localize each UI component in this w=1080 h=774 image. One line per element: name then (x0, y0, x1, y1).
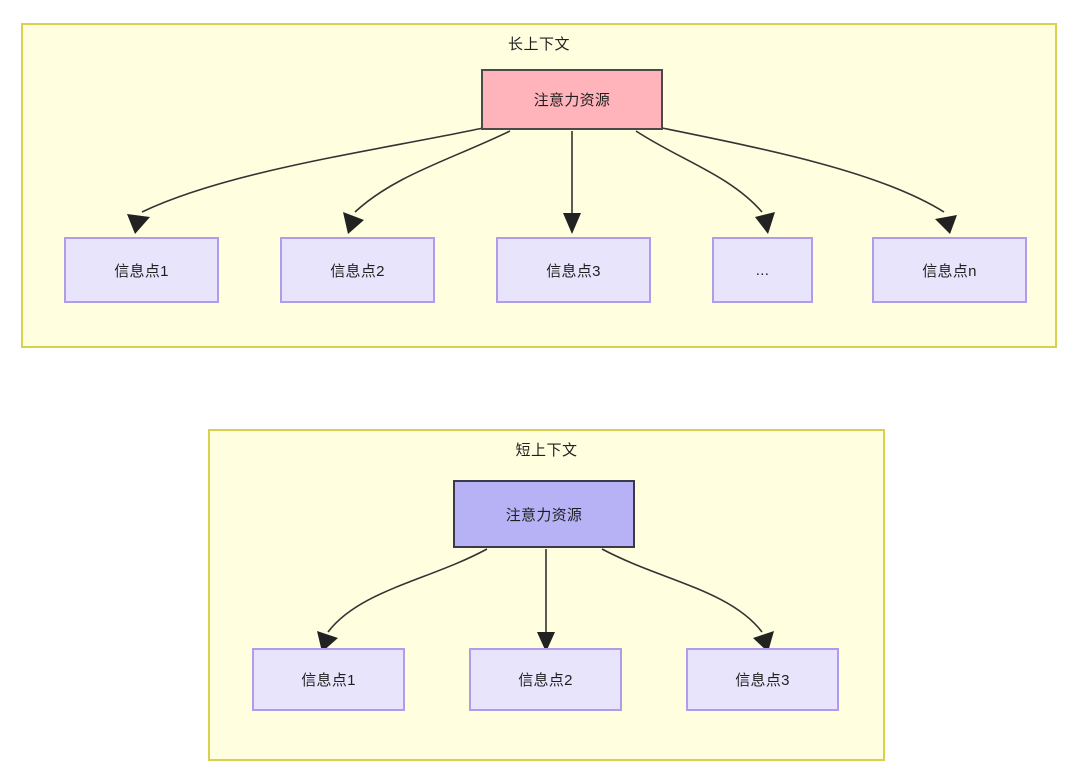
node-long-info-1[interactable]: 信息点1 (64, 237, 219, 303)
node-long-info-2[interactable]: 信息点2 (280, 237, 435, 303)
node-label: 信息点1 (114, 262, 169, 280)
node-short-info-3[interactable]: 信息点3 (686, 648, 839, 711)
node-label: 信息点n (922, 262, 977, 280)
panel-short-context-title: 短上下文 (515, 442, 578, 459)
node-long-attention-resource[interactable]: 注意力资源 (481, 69, 663, 130)
node-long-info-3[interactable]: 信息点3 (496, 237, 651, 303)
node-short-info-2[interactable]: 信息点2 (469, 648, 622, 711)
node-long-info-ellipsis[interactable]: ... (712, 237, 813, 303)
panel-long-context-title: 长上下文 (507, 36, 570, 53)
node-short-attention-resource[interactable]: 注意力资源 (453, 480, 635, 548)
node-short-info-1[interactable]: 信息点1 (252, 648, 405, 711)
node-label: 信息点3 (546, 262, 601, 280)
node-label: 注意力资源 (533, 92, 611, 109)
node-label: ... (755, 261, 770, 279)
node-long-info-n[interactable]: 信息点n (872, 237, 1027, 303)
node-label: 信息点3 (735, 672, 790, 689)
node-label: 信息点2 (330, 262, 385, 280)
node-label: 信息点2 (518, 672, 573, 689)
node-label: 注意力资源 (505, 506, 583, 524)
node-label: 信息点1 (301, 672, 356, 689)
panel-short-context: 短上下文 (208, 429, 885, 761)
